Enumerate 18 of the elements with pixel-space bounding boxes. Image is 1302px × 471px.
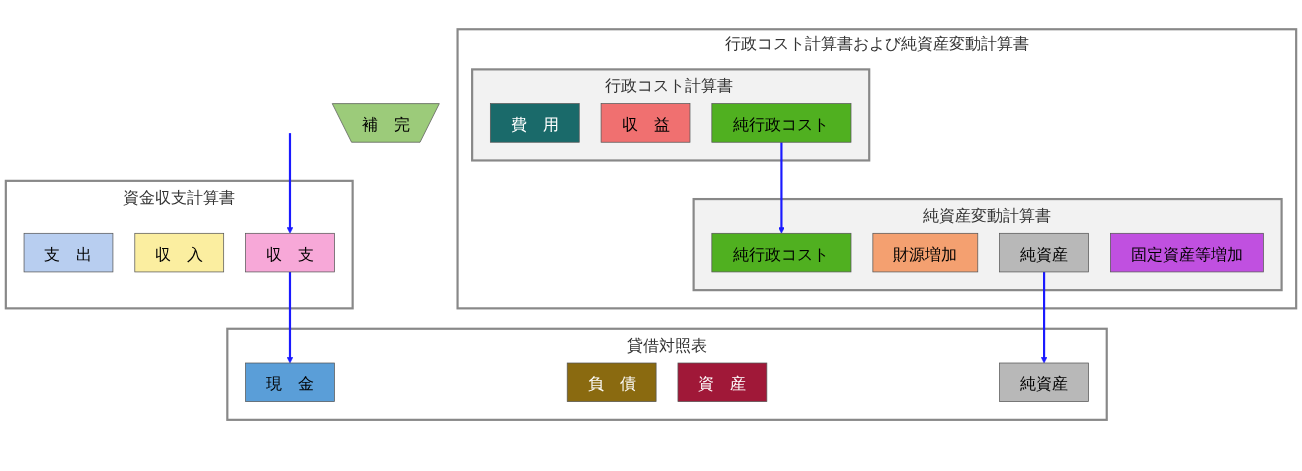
node-box: 支 出 — [23, 232, 114, 273]
node-box: 現 金 — [245, 362, 335, 402]
node-box: 収 益 — [600, 103, 691, 143]
arrow — [286, 133, 294, 234]
node-box: 費 用 — [489, 103, 580, 143]
arrow — [1040, 271, 1048, 364]
node-box: 資 産 — [677, 362, 768, 402]
node-box: 財源増加 — [872, 232, 979, 273]
node-box: 収 入 — [134, 232, 225, 273]
arrow — [778, 142, 785, 234]
arrow — [286, 271, 294, 364]
node-box: 純行政コスト — [711, 232, 852, 273]
node-box: 純行政コスト — [711, 103, 852, 143]
node-box: 純資産 — [999, 362, 1089, 402]
node-box: 純資産 — [999, 232, 1089, 273]
node-box: 固定資産等増加 — [1110, 232, 1264, 273]
node-box: 収 支 — [245, 232, 335, 273]
node-box: 負 債 — [566, 362, 657, 402]
